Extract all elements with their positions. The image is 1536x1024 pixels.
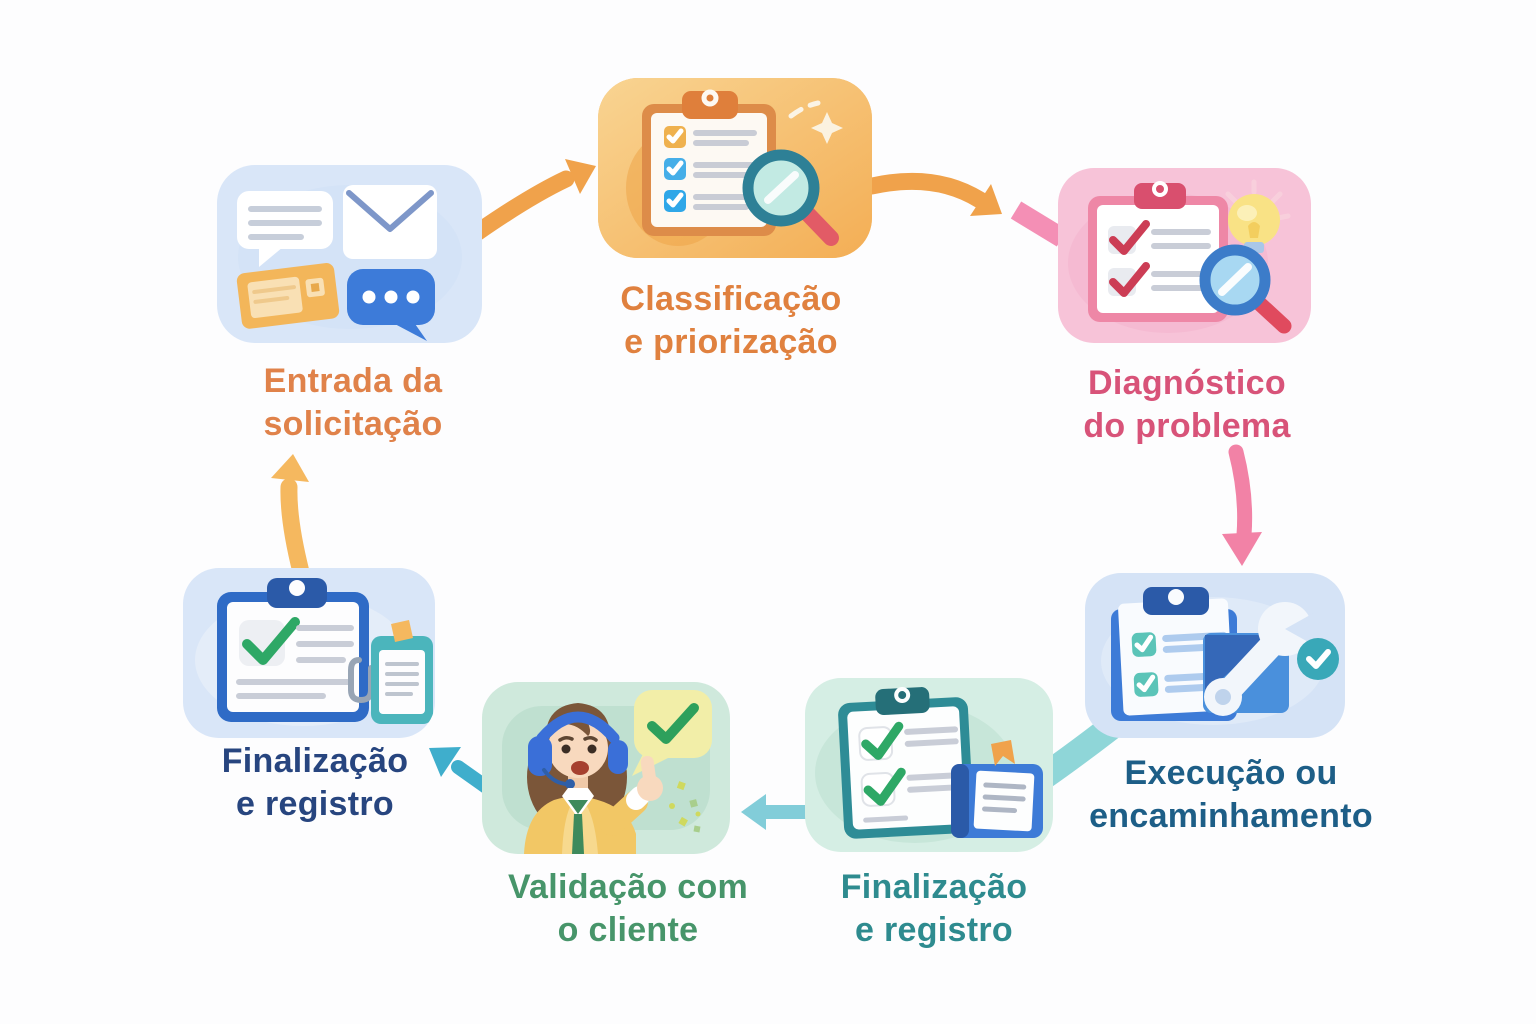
clipboard-check-icon	[217, 578, 369, 722]
clipboard-checklist-icon	[838, 687, 974, 839]
label-line: o cliente	[557, 911, 699, 949]
step-label-execucao-ou-encaminhamento: Execução ou encaminhamento	[1089, 752, 1373, 838]
label-line: Execução ou	[1124, 754, 1338, 792]
magnifier-icon	[742, 149, 839, 246]
label-line: e registro	[855, 911, 1013, 949]
headset-earcup-left	[528, 736, 552, 776]
label-line: Diagnóstico	[1088, 364, 1286, 402]
step-card-entrada-da-solicitacao	[217, 165, 482, 343]
label-line: e registro	[236, 785, 394, 823]
sparkle-icon	[811, 112, 843, 144]
label-line: Entrada da	[263, 362, 443, 400]
step-label-finalizacao-e-registro-inferior: Finalização e registro	[841, 866, 1028, 952]
envelope-icon	[343, 185, 437, 259]
step-label-entrada-da-solicitacao: Entrada da solicitação	[263, 360, 442, 446]
arrow-stub	[1010, 201, 1068, 247]
step-label-validacao-com-o-cliente: Validação com o cliente	[508, 866, 748, 952]
arrow-entrada-to-classificacao	[469, 159, 596, 241]
sticky-note-icon	[371, 620, 433, 724]
headset-earcup-right	[608, 740, 628, 774]
step-label-diagnostico-do-problema: Diagnóstico do problema	[1083, 362, 1290, 448]
label-line: Classificação	[620, 280, 842, 318]
wrench-icon	[1204, 602, 1319, 716]
confetti-icon	[669, 781, 701, 833]
check-badge-icon	[1297, 638, 1339, 680]
label-line: Finalização	[221, 742, 409, 780]
step-card-finalizacao-e-registro-esquerda	[183, 568, 435, 738]
clipboard-checklist-icon	[642, 89, 776, 236]
support-agent-icon	[524, 703, 663, 854]
step-card-execucao-ou-encaminhamento	[1085, 573, 1345, 738]
label-line: e priorização	[624, 323, 838, 361]
arrow-finalizacao-esq-to-entrada	[271, 454, 310, 581]
step-card-classificacao-e-priorizacao	[598, 78, 872, 258]
headset-band	[536, 711, 620, 744]
cuff	[626, 786, 650, 810]
ticket-icon	[236, 263, 340, 329]
label-line: encaminhamento	[1089, 797, 1373, 835]
bookmark-icon	[991, 740, 1015, 766]
fist	[637, 775, 663, 801]
label-line: Validação com	[507, 868, 749, 906]
label-line: do problema	[1083, 407, 1291, 445]
paperclip-icon	[348, 657, 374, 704]
notebook-icon	[951, 740, 1043, 838]
label-line: Finalização	[840, 868, 1028, 906]
step-card-validacao-com-o-cliente	[482, 682, 730, 854]
label-line: solicitação	[263, 405, 443, 443]
step-label-classificacao-e-priorizacao: Classificação e priorização	[620, 278, 841, 364]
magnifier-icon	[1199, 244, 1292, 334]
chat-dots-icon	[347, 269, 435, 341]
step-card-finalizacao-e-registro-inferior	[805, 678, 1053, 852]
arrow-classificacao-to-diagnostico	[863, 172, 1068, 247]
dash-trail	[788, 100, 821, 119]
arrow-finalizacao-to-validacao	[741, 794, 806, 830]
speech-bubble-icon	[237, 191, 333, 267]
step-card-diagnostico-do-problema	[1058, 168, 1311, 343]
note-tab	[391, 620, 413, 642]
clipboard-checklist-icon	[1088, 181, 1228, 322]
step-label-finalizacao-e-registro-esquerda: Finalização e registro	[222, 740, 409, 826]
arrow-diagnostico-to-execucao	[1222, 444, 1262, 566]
speech-bubble-check-icon	[632, 690, 712, 776]
